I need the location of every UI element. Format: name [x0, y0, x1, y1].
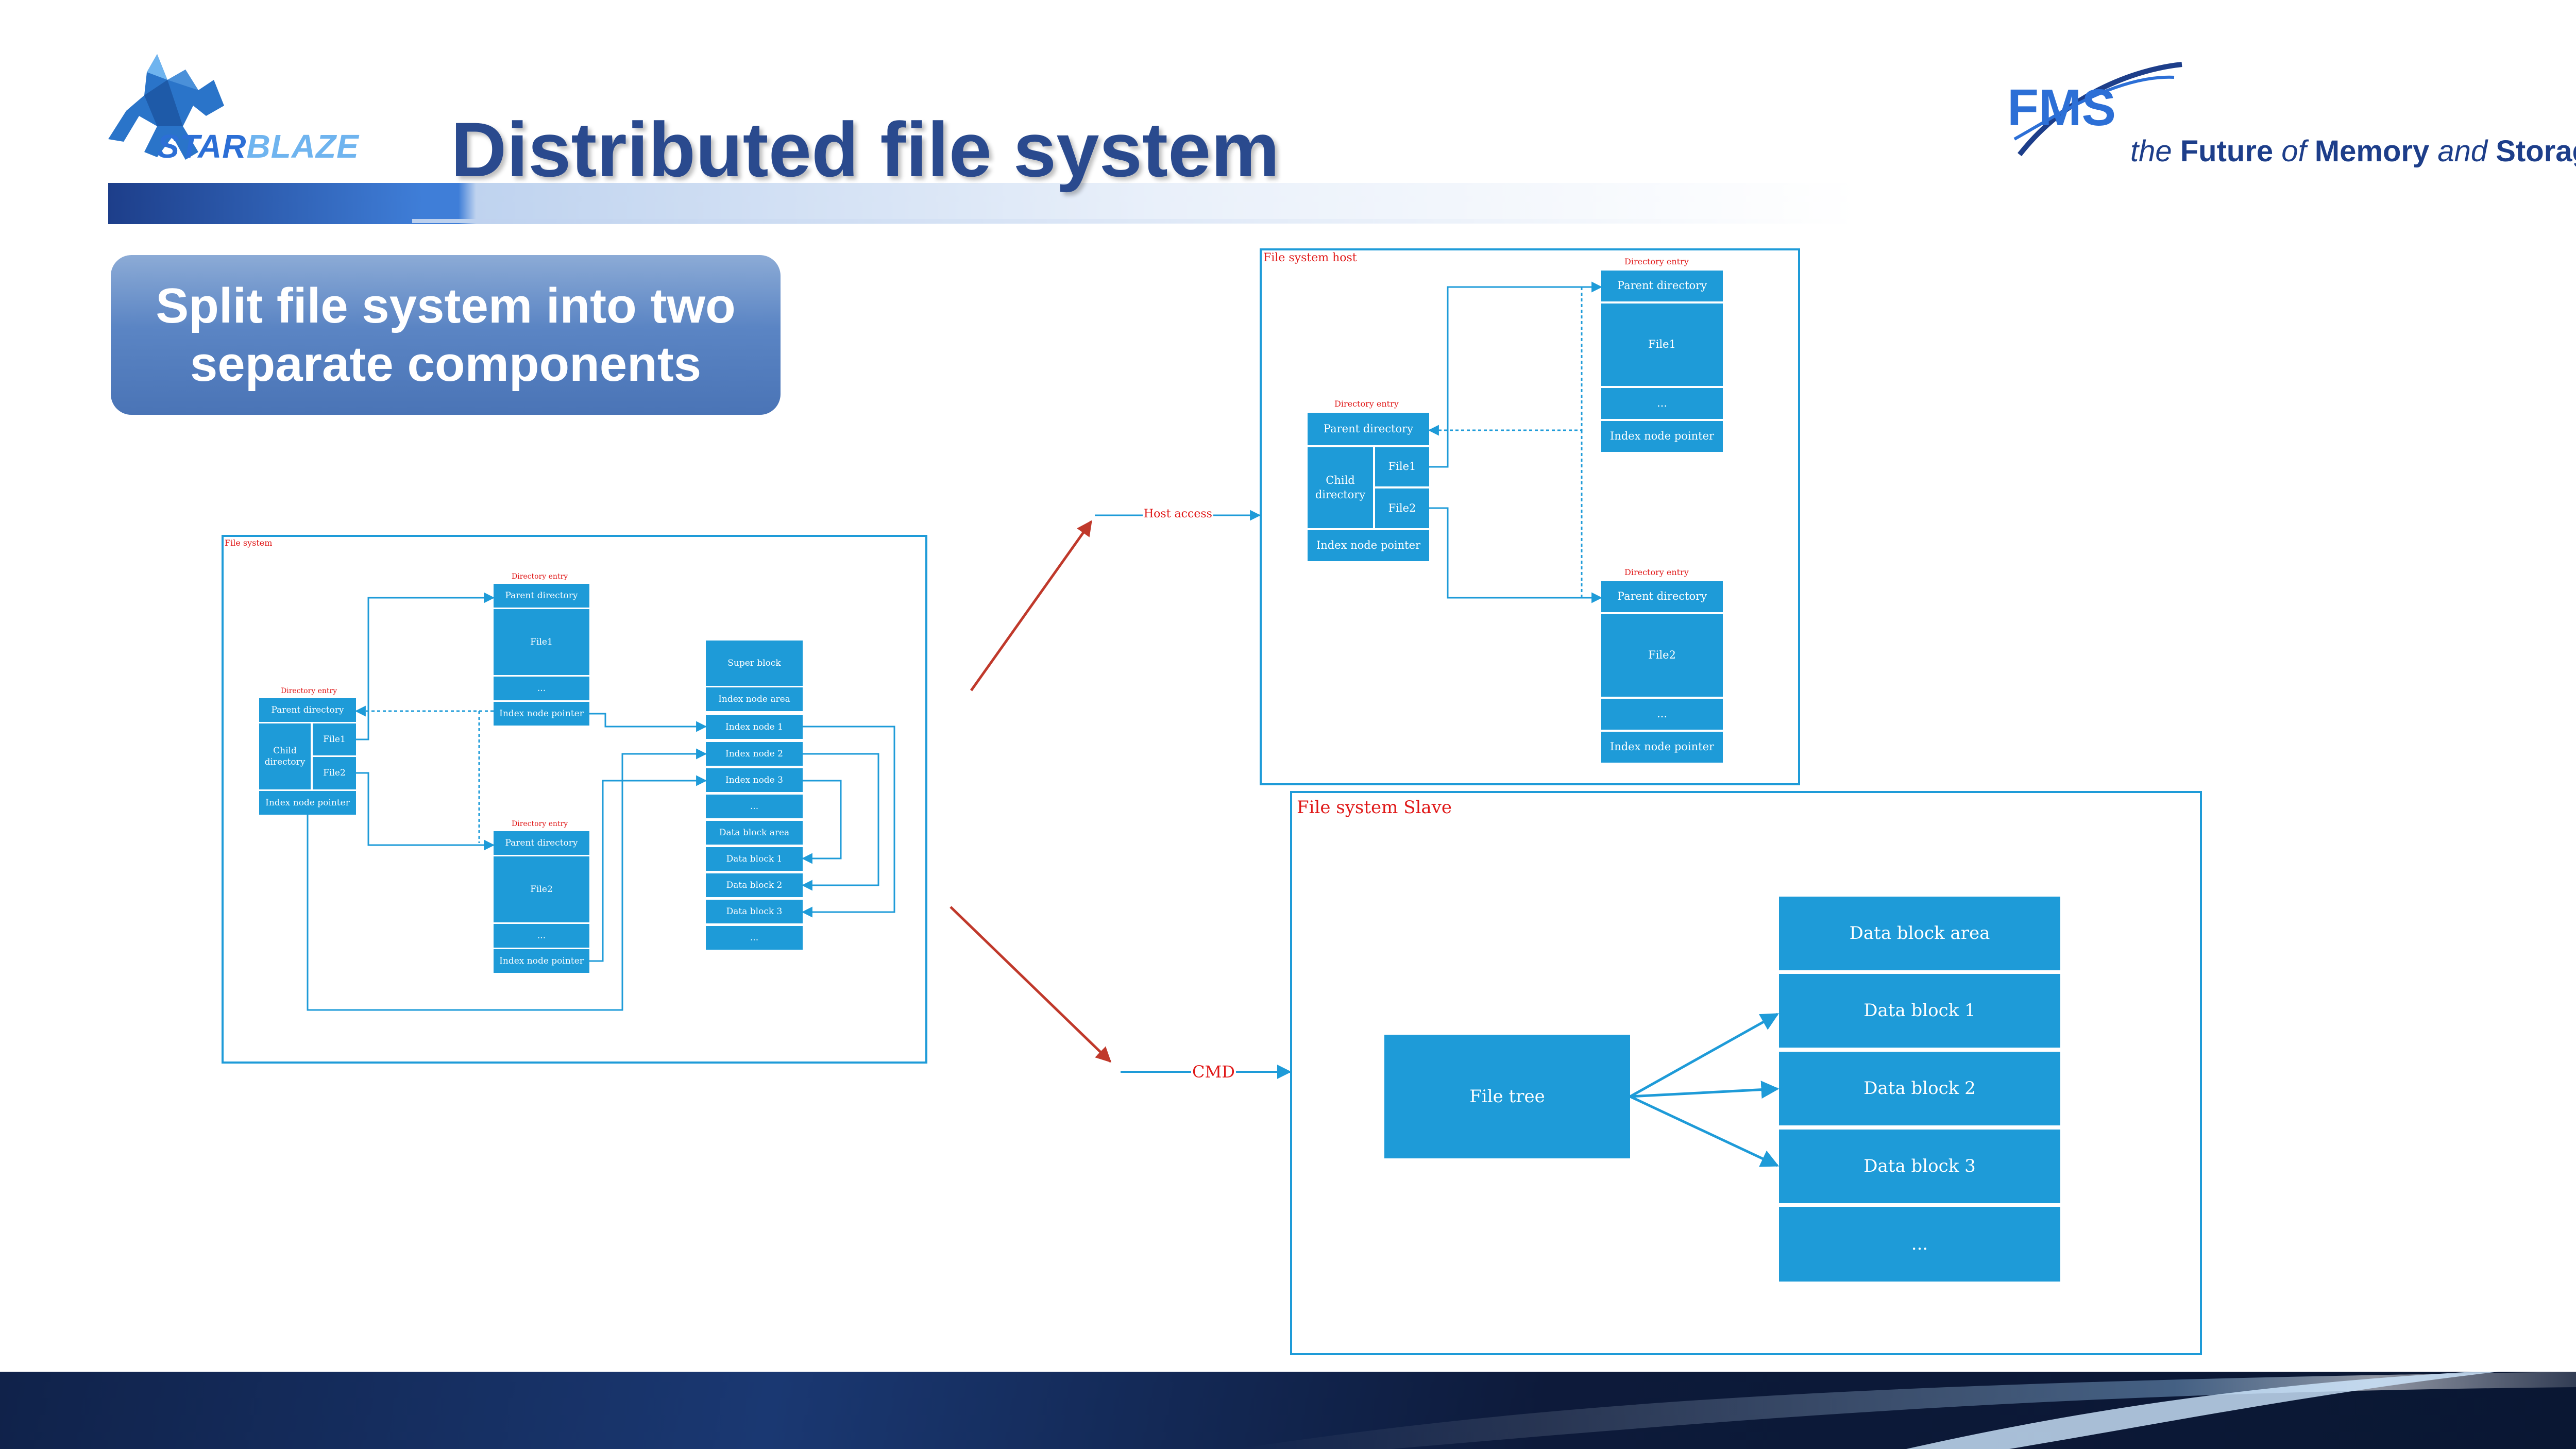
index-node-3-cell: Index node 3: [706, 768, 803, 792]
ellipsis-cell: ...: [706, 926, 803, 950]
index-node-pointer-cell: Index node pointer: [1601, 732, 1723, 763]
data-block-area-cell: Data block area: [706, 821, 803, 845]
link-dir1-inode-to-node2: [307, 748, 707, 1011]
ellipsis-cell: ...: [1601, 388, 1723, 419]
index-node-pointer-cell: Index node pointer: [494, 702, 589, 726]
slave-links: [1629, 1013, 1780, 1167]
directory-entry-label: Directory entry: [281, 687, 337, 695]
file-system-host-panel-label: File system host: [1263, 251, 1357, 264]
directory-entry-label: Directory entry: [512, 820, 568, 828]
parent-directory-cell: Parent directory: [1308, 413, 1429, 445]
file-system-slave-panel-label: File system Slave: [1297, 797, 1452, 818]
summary-callout: Split file system into two separate comp…: [111, 255, 781, 415]
index-node-2-cell: Index node 2: [706, 742, 803, 766]
fms-swoosh-icon: FMS: [2007, 62, 2182, 157]
parent-directory-cell: Parent directory: [1601, 581, 1723, 612]
link-tree-to-block2: [1630, 1081, 1780, 1099]
ellipsis-cell: ...: [1779, 1207, 2060, 1282]
super-block-cell: Super block: [706, 641, 803, 686]
link-dir2-inode-to-node1: [589, 713, 707, 732]
index-node-1-cell: Index node 1: [706, 715, 803, 739]
index-node-pointer-cell: Index node pointer: [1308, 530, 1429, 561]
link-dir3-inode-to-node3: [589, 775, 707, 962]
file1-cell: File1: [1375, 447, 1429, 486]
file2-cell: File2: [494, 856, 589, 922]
fms-logo-text: FMS: [2007, 79, 2116, 137]
file-tree-node: File tree: [1384, 1035, 1630, 1158]
ellipsis-cell: ...: [494, 677, 589, 700]
callout-line-2: separate components: [190, 336, 702, 392]
parent-directory-cell: Parent directory: [494, 584, 589, 608]
fms-tagline: the Future of Memory and Storage: [2130, 134, 2576, 168]
fms-logo: FMS: [2004, 54, 2190, 157]
file1-cell: File1: [1601, 304, 1723, 386]
host-diagram-links: [1428, 281, 1603, 603]
file1-cell: File1: [494, 609, 589, 675]
link-host-dir2-parent-back: [1428, 287, 1583, 436]
data-block-3-cell: Data block 3: [1779, 1130, 2060, 1203]
link-host-file2-to-dir3: [1429, 507, 1603, 603]
data-block-1-cell: Data block 1: [706, 847, 803, 871]
link-file2-to-dir3: [356, 772, 495, 851]
parent-directory-cell: Parent directory: [494, 831, 589, 855]
link-node2-to-block2: [801, 753, 879, 891]
index-node-pointer-cell: Index node pointer: [259, 791, 356, 815]
brand-star: STAR: [157, 128, 247, 165]
data-block-2-cell: Data block 2: [1779, 1052, 2060, 1125]
brand-blaze: BLAZE: [246, 128, 359, 165]
directory-entry-label: Directory entry: [512, 572, 568, 581]
link-node1-to-block3: [801, 726, 895, 918]
child-directory-cell: Child directory: [259, 723, 311, 789]
index-node-area-cell: Index node area: [706, 687, 803, 711]
starblaze-logo: [95, 49, 250, 167]
title-underline: [412, 219, 1855, 223]
parent-directory-cell: Parent directory: [259, 698, 356, 722]
index-node-pointer-cell: Index node pointer: [1601, 421, 1723, 452]
split-arrow-down: [950, 906, 1112, 1063]
host-access-label: Host access: [1143, 508, 1213, 520]
link-node3-to-block1: [801, 780, 842, 864]
link-file1-to-dir2: [356, 592, 495, 740]
footer-light-streak: [1236, 1372, 2576, 1449]
data-block-1-cell: Data block 1: [1779, 974, 2060, 1048]
file2-cell: File2: [1375, 488, 1429, 528]
page-title: Distributed file system: [451, 106, 1280, 193]
file2-cell: File2: [1601, 614, 1723, 697]
link-host-file1-to-dir2: [1429, 281, 1603, 468]
file2-cell: File2: [313, 757, 356, 789]
child-directory-cell: Child directory: [1308, 447, 1373, 528]
ellipsis-cell: ...: [494, 924, 589, 948]
link-tree-to-block1: [1629, 1013, 1780, 1098]
callout-line-1: Split file system into two: [156, 278, 736, 333]
link-tree-to-block3: [1629, 1095, 1780, 1167]
directory-entry-label: Directory entry: [1624, 567, 1689, 577]
data-block-2-cell: Data block 2: [706, 873, 803, 897]
cmd-label: CMD: [1191, 1062, 1236, 1082]
title-bar: [108, 183, 1860, 224]
file-system-panel-label: File system: [225, 538, 273, 548]
file1-cell: File1: [313, 723, 356, 755]
parent-directory-cell: Parent directory: [1601, 271, 1723, 301]
left-diagram-links: [307, 592, 895, 1011]
split-arrow-up: [970, 520, 1093, 692]
ellipsis-cell: ...: [1601, 699, 1723, 730]
ellipsis-cell: ...: [706, 795, 803, 818]
data-block-3-cell: Data block 3: [706, 900, 803, 923]
directory-entry-label: Directory entry: [1624, 257, 1689, 266]
index-node-pointer-cell: Index node pointer: [494, 949, 589, 973]
data-block-area-cell: Data block area: [1779, 897, 2060, 970]
directory-entry-label: Directory entry: [1334, 399, 1399, 409]
starblaze-wordmark: STARBLAZE: [157, 130, 359, 163]
unicorn-icon: [108, 54, 224, 160]
